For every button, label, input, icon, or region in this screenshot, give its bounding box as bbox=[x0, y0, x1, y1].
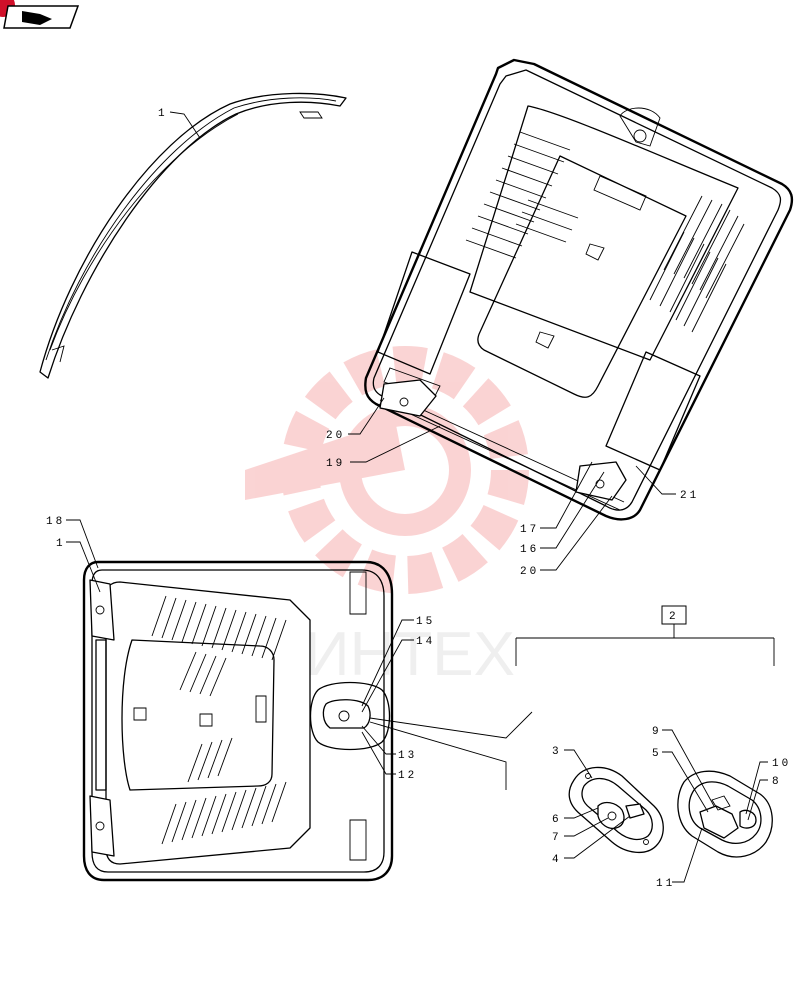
callout-1-low: 1 bbox=[56, 538, 66, 550]
callout-14: 14 bbox=[416, 636, 435, 648]
roof-panel-upper bbox=[364, 58, 794, 521]
trim-strip-part bbox=[39, 92, 347, 379]
callout-labels: 1 20 19 21 17 16 20 18 1 15 14 13 12 9 5… bbox=[46, 108, 791, 890]
callout-20-mid: 20 bbox=[520, 566, 539, 578]
callout-3: 3 bbox=[552, 746, 562, 758]
detail-leader bbox=[369, 711, 533, 790]
roof-lower-vents-bottom bbox=[161, 781, 287, 845]
callout-10: 10 bbox=[772, 758, 791, 770]
watermark-swoosh bbox=[245, 420, 405, 500]
callout-13: 13 bbox=[398, 750, 417, 762]
callout-1-top: 1 bbox=[158, 108, 168, 120]
callout-9: 9 bbox=[652, 726, 662, 738]
callout-8: 8 bbox=[772, 776, 782, 788]
callout-16: 16 bbox=[520, 544, 539, 556]
nav-next-button[interactable] bbox=[0, 0, 80, 29]
callout-6: 6 bbox=[552, 814, 562, 826]
assembly-2-bracket: 2 bbox=[515, 605, 775, 666]
roof-lower-vents-top bbox=[151, 595, 287, 661]
callout-5: 5 bbox=[652, 748, 662, 760]
handle-housing-detail bbox=[677, 770, 773, 858]
callout-7: 7 bbox=[552, 832, 562, 844]
lock-plate-detail bbox=[568, 766, 664, 853]
callout-19: 19 bbox=[326, 458, 345, 470]
callout-15: 15 bbox=[416, 616, 435, 628]
arrow-next-icon bbox=[22, 11, 52, 25]
roof-upper-vents-left bbox=[465, 131, 579, 259]
callout-17: 17 bbox=[520, 524, 539, 536]
watermark-ring bbox=[339, 404, 471, 536]
callout-18: 18 bbox=[46, 516, 65, 528]
roof-panel-lower bbox=[82, 560, 394, 882]
svg-text:2: 2 bbox=[669, 611, 679, 623]
callout-leaders bbox=[66, 111, 768, 883]
watermark-logo: ИНТЕХ bbox=[245, 346, 529, 689]
callout-12: 12 bbox=[398, 770, 417, 782]
callout-11: 11 bbox=[656, 878, 675, 890]
watermark-text: ИНТЕХ bbox=[305, 620, 515, 689]
roof-lower-vents-center bbox=[179, 651, 233, 783]
callout-4: 4 bbox=[552, 854, 562, 866]
callout-20-top: 20 bbox=[326, 430, 345, 442]
roof-upper-vents-right bbox=[649, 195, 745, 333]
callout-21: 21 bbox=[680, 490, 699, 502]
